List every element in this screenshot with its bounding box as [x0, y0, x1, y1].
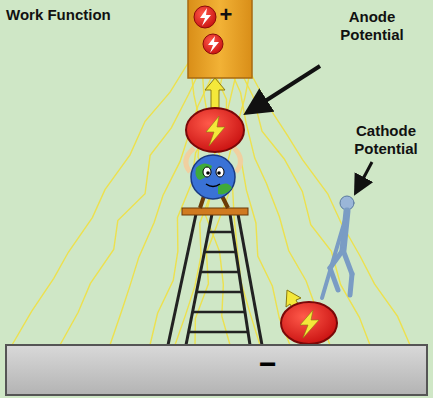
charge-sign: + — [216, 2, 236, 27]
ladder-rung — [208, 231, 232, 234]
lightning-line — [150, 60, 226, 345]
drawing-part — [200, 196, 204, 208]
bolt-symbol — [300, 310, 319, 338]
charge-disk — [281, 302, 337, 344]
drawing-part — [206, 184, 220, 187]
callout-label: Work Function — [6, 6, 136, 24]
ladder-rung — [204, 251, 235, 254]
globe-character — [186, 148, 241, 208]
drawing-part — [203, 167, 211, 177]
drawing-part — [191, 155, 235, 199]
drawing-part — [322, 220, 345, 298]
leader-arrow — [356, 162, 372, 192]
callout-label: Anode Potential — [322, 8, 422, 44]
bolt-symbol — [200, 8, 211, 26]
lightning-line — [250, 72, 410, 345]
charge-sign: − — [259, 346, 277, 382]
bolt-symbol — [208, 36, 219, 53]
drawing-part — [234, 148, 241, 172]
charge-disk — [186, 108, 244, 152]
lift-arrow — [205, 78, 225, 108]
drawing-part — [350, 274, 352, 295]
drawing-part — [218, 183, 232, 194]
cathode-plate: − — [5, 344, 428, 396]
drawing-part — [343, 250, 352, 274]
ladder-platform — [182, 208, 248, 215]
ladder-rung — [189, 331, 248, 334]
drawing-part — [216, 167, 224, 177]
drawing-part — [168, 214, 196, 345]
callout-label: Cathode Potential — [344, 122, 428, 158]
lightning-line — [238, 66, 370, 345]
drawing-part — [230, 214, 250, 345]
lightning-line — [60, 66, 202, 345]
drawing-part — [196, 163, 213, 180]
drawing-part — [206, 171, 210, 175]
drawing-part — [238, 214, 262, 345]
ladder-rung — [197, 291, 242, 294]
anode-block — [188, 0, 252, 78]
ladder-rung — [193, 311, 245, 314]
charge-disk — [203, 34, 223, 54]
lightning-lines — [12, 60, 410, 345]
charge-disk — [194, 6, 216, 28]
drawing-part — [189, 232, 248, 332]
cathode-person — [322, 196, 354, 298]
bolt-symbol — [206, 116, 225, 146]
ladder — [168, 214, 262, 345]
drawing-part — [186, 214, 212, 345]
drawing-part — [217, 171, 221, 175]
leader-arrow — [248, 66, 320, 112]
ladder-rung — [200, 271, 238, 274]
drawing-part — [222, 196, 228, 208]
